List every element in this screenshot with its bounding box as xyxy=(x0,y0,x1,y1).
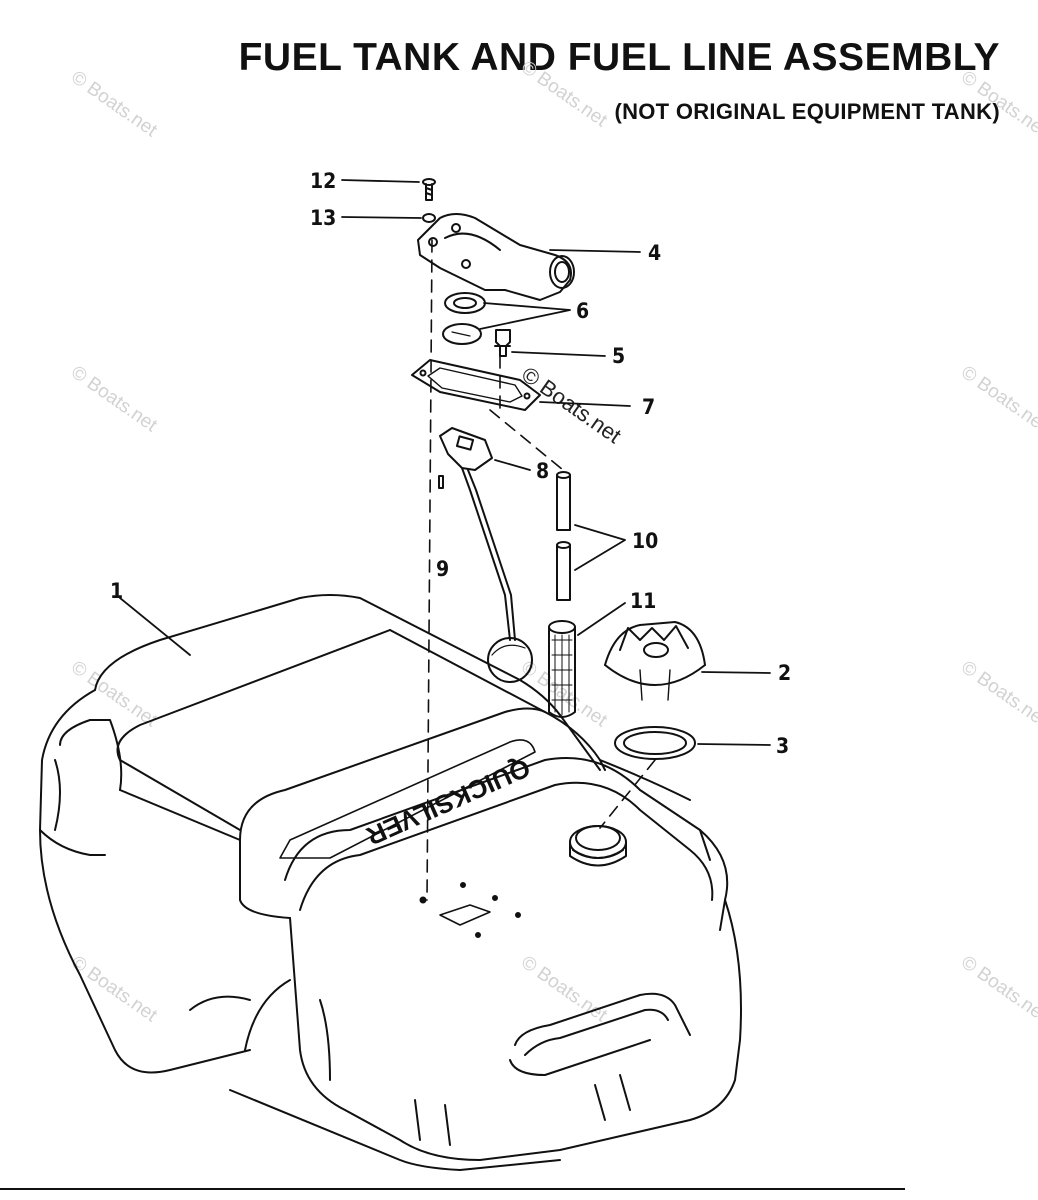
callout-9: 9 xyxy=(436,557,449,581)
callout-1: 1 xyxy=(110,579,123,603)
watermarks: © Boats.net © Boats.net © Boats.net © Bo… xyxy=(67,57,1038,1027)
diagram-title: FUEL TANK AND FUEL LINE ASSEMBLY xyxy=(238,36,1000,79)
watermark-text: © Boats.net xyxy=(67,67,161,142)
diagram-subtitle: (NOT ORIGINAL EQUIPMENT TANK) xyxy=(614,99,1000,124)
watermark-text: © Boats.net xyxy=(957,67,1038,142)
fuel-tank-part-1 xyxy=(39,594,742,1171)
watermark-text: © Boats.net xyxy=(957,952,1038,1027)
cap-gasket-part-3 xyxy=(614,726,696,760)
watermark-text: © Boats.net xyxy=(67,657,161,732)
callout-11: 11 xyxy=(630,589,656,613)
callout-7: 7 xyxy=(642,395,655,419)
gasket-plate-part-7 xyxy=(411,359,541,411)
screw-part-9 xyxy=(438,475,444,489)
watermark-text: © Boats.net xyxy=(67,362,161,437)
watermark-text: © Boats.net xyxy=(517,57,611,132)
fuel-gauge-sender-part-8 xyxy=(439,427,533,683)
watermark-text: © Boats.net xyxy=(957,657,1038,732)
filler-cap-part-2 xyxy=(604,621,706,701)
fuel-filter-part-11 xyxy=(548,620,576,718)
callout-10: 10 xyxy=(632,529,658,553)
callout-2: 2 xyxy=(778,661,791,685)
fitting-part-5 xyxy=(494,329,511,357)
pickup-tubes-part-10 xyxy=(556,471,571,601)
callout-3: 3 xyxy=(776,734,789,758)
callout-5: 5 xyxy=(612,344,625,368)
fuel-fitting-housing-part-4 xyxy=(417,213,575,301)
leader-lines xyxy=(119,179,771,746)
callout-6: 6 xyxy=(576,299,589,323)
washer-part-13 xyxy=(422,213,436,223)
screw-part-12 xyxy=(422,178,436,201)
watermark-text: © Boats.net xyxy=(957,362,1038,437)
gasket-rings-part-6 xyxy=(442,292,486,345)
watermark-text: © Boats.net xyxy=(67,952,161,1027)
callout-13: 13 xyxy=(310,206,336,230)
bottom-rule xyxy=(0,1188,905,1190)
callout-numbers: 1 2 3 4 5 6 7 8 9 10 11 12 13 xyxy=(110,169,791,758)
callout-8: 8 xyxy=(536,459,549,483)
callout-4: 4 xyxy=(648,241,661,265)
watermark-text: © Boats.net xyxy=(517,952,611,1027)
alignment-lines xyxy=(426,239,656,901)
callout-12: 12 xyxy=(310,169,336,193)
